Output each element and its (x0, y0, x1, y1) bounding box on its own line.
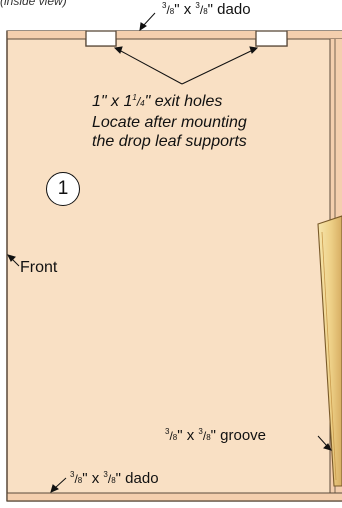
front-arrowhead (7, 254, 16, 262)
dado-bottom-label: 3/8" x 3/8" dado (70, 470, 159, 487)
dado-bottom-arrowhead (50, 484, 59, 493)
groove-label: 3/8" x 3/8" groove (165, 427, 267, 444)
exit-hole-leader-left (118, 49, 183, 85)
exit-holes-line-2: Locate after mounting (92, 114, 247, 131)
dado-bottom-leader (54, 477, 67, 489)
top-dado-band (7, 31, 342, 39)
view-label: (inside view) (0, 0, 67, 8)
front-label: Front (20, 259, 58, 276)
leader-arrows (7, 12, 332, 493)
dado-top-arrowhead (139, 22, 147, 32)
exit-holes-note: 1" x 11/4" exit holes Locate after mount… (92, 88, 247, 151)
dado-top-label: 3/8" x 3/8" dado (162, 1, 251, 18)
exit-holes-line-3: the drop leaf supports (92, 133, 247, 150)
dado-top-leader (142, 12, 156, 27)
front-leader (11, 258, 20, 267)
exit-hole-arrowhead-right (249, 46, 259, 54)
groove-leader (317, 435, 328, 447)
bottom-dado-band (7, 493, 342, 501)
exit-hole-arrowhead-left (113, 46, 123, 54)
exit-hole-right (255, 30, 288, 47)
exit-holes-line-1: 1" x 11/4" exit holes (92, 93, 223, 110)
exit-hole-left (85, 30, 117, 47)
exit-hole-leader-right (181, 49, 254, 85)
part-number-callout: 1 (46, 172, 80, 206)
drop-leaf (317, 215, 342, 487)
groove-arrowhead (323, 443, 332, 451)
